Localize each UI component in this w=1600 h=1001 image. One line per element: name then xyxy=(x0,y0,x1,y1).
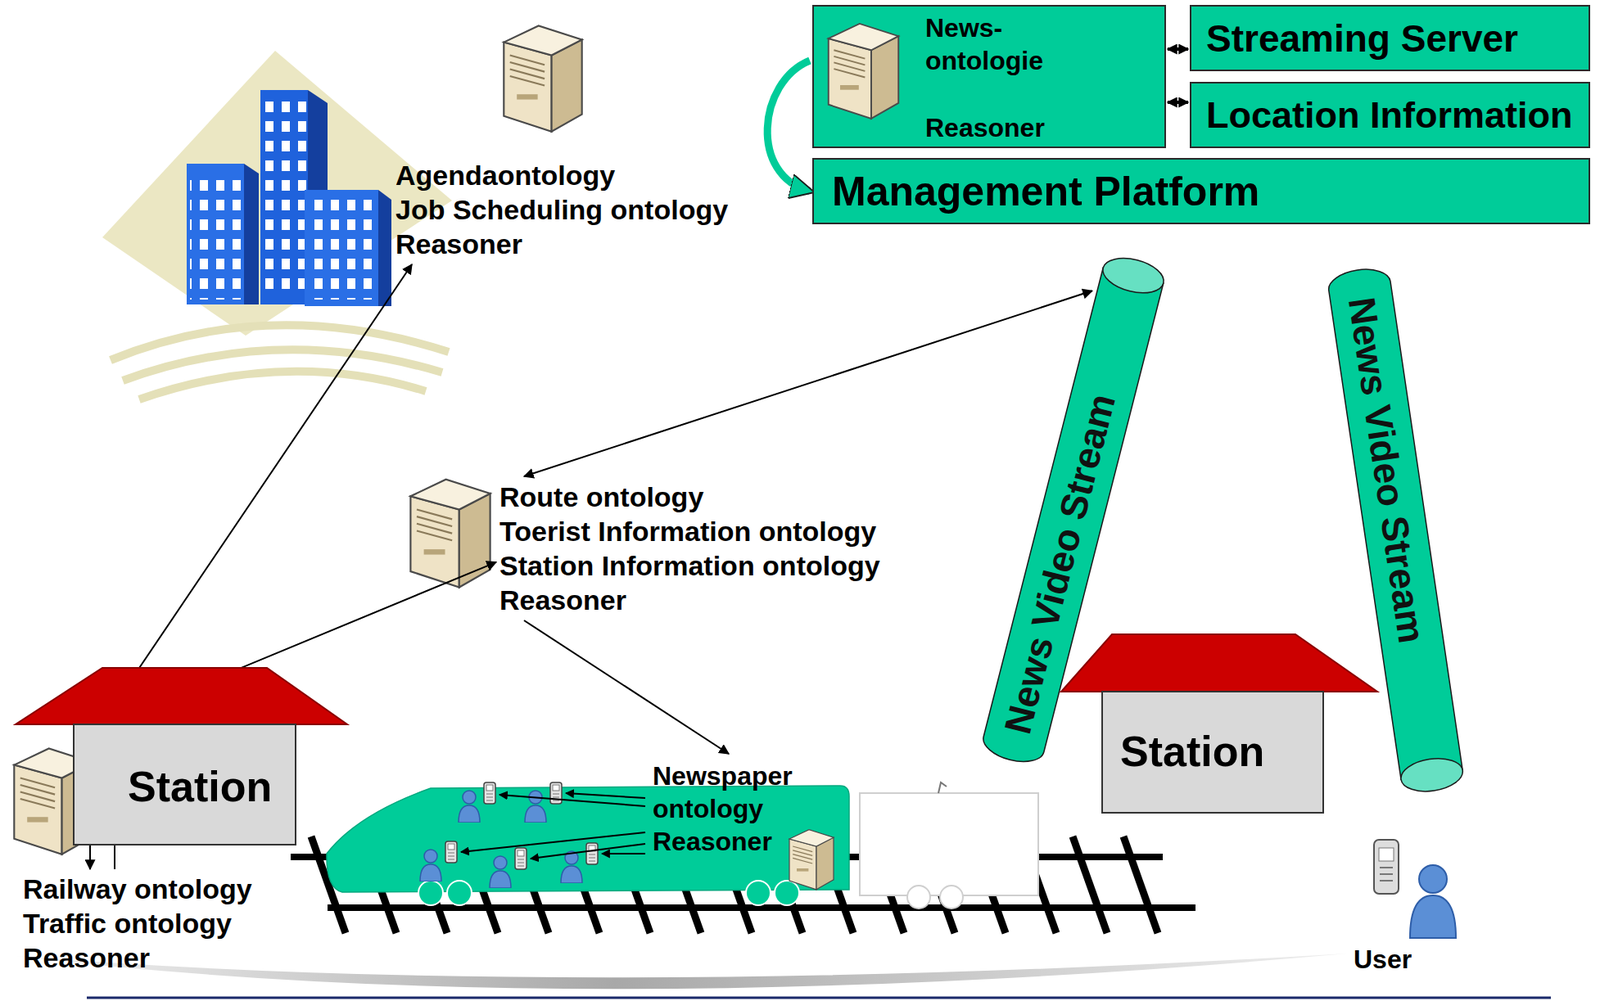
server-icon xyxy=(828,23,900,119)
delivery-arrow xyxy=(565,793,646,799)
station-label: Station xyxy=(1120,726,1265,778)
tower-side xyxy=(378,189,392,307)
station-house-shape xyxy=(15,668,348,846)
box-label: Management Platform xyxy=(831,167,1260,216)
passenger xyxy=(560,851,583,884)
station-house: Station xyxy=(15,668,348,846)
server-group: AgendaontologyJob Scheduling ontologyRea… xyxy=(395,158,728,262)
phone xyxy=(550,782,562,805)
phone xyxy=(1374,840,1399,895)
ontology-label: Traffic ontology xyxy=(22,906,232,941)
server-icon xyxy=(503,25,582,132)
ontology-box: News-ontologieReasoner xyxy=(812,4,1167,149)
stream-cylinder: News Video Stream xyxy=(1324,265,1465,796)
wheel xyxy=(940,885,963,909)
roof xyxy=(15,668,348,725)
cylinder-end xyxy=(1398,754,1465,796)
ontology-label: Station Information ontology xyxy=(499,548,881,584)
connector xyxy=(524,620,729,755)
phone xyxy=(586,843,598,865)
train: Newspaper ontology Reasoner xyxy=(324,757,850,904)
passenger xyxy=(489,856,511,889)
cylinder-end xyxy=(1098,252,1167,299)
delivery-arrow xyxy=(461,832,646,853)
passenger xyxy=(458,790,480,823)
stream-label: News Video Stream xyxy=(1328,293,1443,648)
phone xyxy=(483,782,496,805)
ontology-label: Toerist Information ontology xyxy=(499,514,877,549)
flow-arrow xyxy=(767,60,810,192)
tower-windows xyxy=(309,198,377,300)
ontology-label: Route ontology xyxy=(499,479,704,515)
ontology-label: Reasoner xyxy=(395,226,523,262)
ground-swoosh xyxy=(16,953,1347,990)
connector xyxy=(1167,47,1189,51)
person-head xyxy=(1419,865,1447,894)
wheel xyxy=(418,881,443,906)
tower xyxy=(186,163,245,305)
box-label: Reasoner xyxy=(925,111,1045,145)
phone-screen xyxy=(1378,848,1394,862)
ontology-label: Reasoner xyxy=(499,583,627,618)
delivery-arrow xyxy=(530,844,646,859)
station-label: Station xyxy=(127,761,272,813)
person-body xyxy=(1410,895,1456,939)
car-body xyxy=(859,793,1039,896)
connector xyxy=(90,264,412,870)
rail-car xyxy=(859,782,1039,909)
sleeper xyxy=(1123,836,1158,934)
ground-stripe xyxy=(110,325,449,361)
ontology-label: Railway ontology xyxy=(22,872,253,907)
wheel xyxy=(447,881,472,906)
passenger xyxy=(524,790,547,823)
tower-windows xyxy=(263,99,307,294)
phone xyxy=(515,848,527,870)
building-ground xyxy=(102,50,452,336)
server-group: Railway ontologyTraffic ontologyReasoner xyxy=(22,872,253,976)
wheel xyxy=(774,881,800,906)
passenger xyxy=(420,849,442,882)
tower-side xyxy=(244,163,259,305)
sleeper xyxy=(1072,836,1108,934)
ground-stripe xyxy=(139,371,426,400)
delivery-arrow xyxy=(601,853,646,855)
passengers xyxy=(420,782,834,891)
phone xyxy=(445,841,457,864)
ground-stripe xyxy=(122,349,443,381)
server-box: Location Information xyxy=(1189,81,1591,149)
user-label: User xyxy=(1353,943,1412,977)
server-icon xyxy=(789,830,834,891)
server-group: Route ontologyToerist Information ontolo… xyxy=(499,479,881,618)
station-house: Station xyxy=(1061,634,1378,814)
user-figure xyxy=(1374,840,1456,939)
ontology-label: Newspaper ontology Reasoner xyxy=(652,759,809,859)
tower xyxy=(260,90,308,305)
connector xyxy=(524,290,1093,477)
tower-windows xyxy=(189,171,243,300)
connector xyxy=(1167,100,1189,104)
roof xyxy=(1061,634,1378,692)
phone-keys xyxy=(1379,867,1393,882)
wall xyxy=(1102,691,1324,814)
ontology-label: Job Scheduling ontology xyxy=(395,192,728,227)
cylinder-body xyxy=(1325,265,1462,780)
pantograph xyxy=(938,782,947,794)
wheel xyxy=(745,881,771,906)
box-label: Streaming Server xyxy=(1206,16,1519,61)
platform-bar: Management Platform xyxy=(812,158,1591,225)
footer-rule xyxy=(86,997,1551,1000)
ontology-label: Agendaontology xyxy=(395,158,615,193)
wheel xyxy=(907,885,931,909)
box-label: News-ontologie xyxy=(925,11,1061,77)
tower xyxy=(304,189,379,307)
ontology-label: Reasoner xyxy=(22,940,150,976)
wall xyxy=(73,724,296,846)
box-label: Location Information xyxy=(1206,93,1573,138)
delivery-arrow xyxy=(499,795,646,807)
station-house-shape xyxy=(1061,634,1378,814)
server-icon xyxy=(410,479,490,588)
server-box: Streaming Server xyxy=(1189,4,1591,72)
